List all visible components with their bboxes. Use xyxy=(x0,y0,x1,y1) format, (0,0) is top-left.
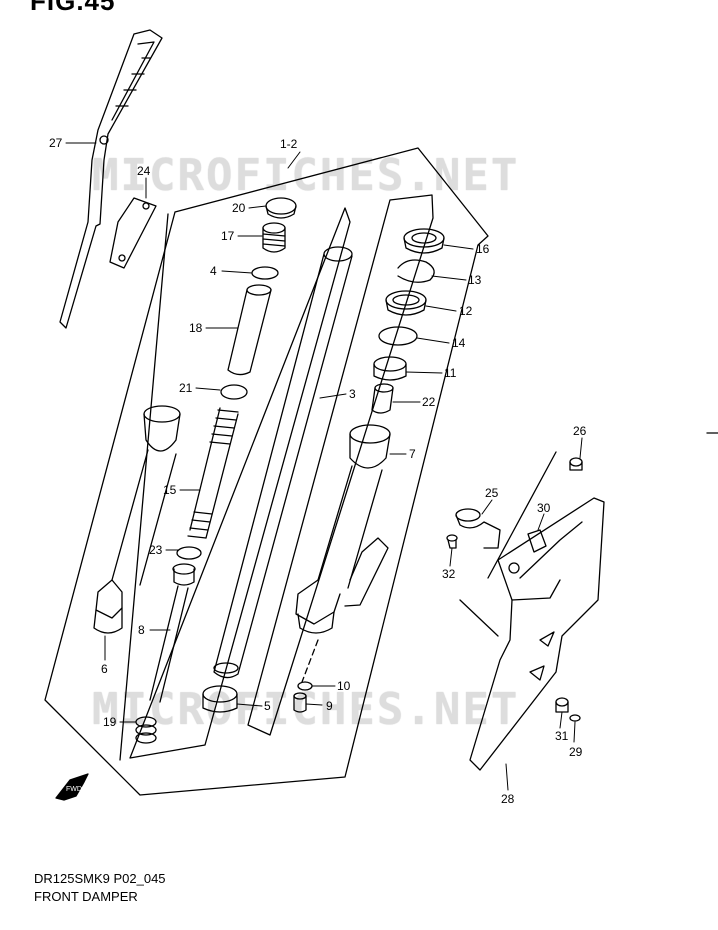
callout-11: 11 xyxy=(444,366,457,380)
callout-18: 18 xyxy=(189,321,203,335)
part-25-clamp xyxy=(455,508,501,549)
part-28-fork-guard xyxy=(459,497,605,771)
callout-13: 13 xyxy=(468,273,482,287)
callout-17: 17 xyxy=(221,229,235,243)
part-23-washer xyxy=(176,546,202,560)
callout-15: 15 xyxy=(163,483,177,497)
assembly-frame-inner-right xyxy=(247,194,434,736)
part-14-washer xyxy=(378,326,418,346)
part-17-bolt xyxy=(262,222,286,253)
callout-9: 9 xyxy=(326,699,333,713)
part-15-spring xyxy=(187,407,239,539)
part-16-seal xyxy=(403,228,445,254)
figure-title: FIG.45 xyxy=(30,0,116,16)
part-12-oil-seal xyxy=(385,290,427,316)
figure-name: FRONT DAMPER xyxy=(34,889,138,904)
callout-6: 6 xyxy=(101,662,108,676)
callout-10: 10 xyxy=(337,679,351,693)
callout-24: 24 xyxy=(137,164,151,178)
part-19-spring xyxy=(135,716,157,744)
assembly-frame-inner-mid xyxy=(129,207,351,759)
part-29-washer xyxy=(569,714,581,722)
callout-31: 31 xyxy=(555,729,569,743)
part-30-clip xyxy=(527,529,547,553)
callout-30: 30 xyxy=(537,501,551,515)
watermark-top: MICROFICHES.NET xyxy=(92,150,520,201)
part-6-outer-tube xyxy=(93,405,181,634)
part-9-bolt xyxy=(293,692,307,713)
assembly-frame-outer xyxy=(44,147,489,796)
part-24-bracket xyxy=(109,197,157,269)
fwd-arrow-icon: FWD xyxy=(55,773,89,801)
callout-29: 29 xyxy=(569,745,583,759)
callout-1-2: 1-2 xyxy=(280,137,298,151)
callout-7: 7 xyxy=(409,447,416,461)
part-31-bolt xyxy=(555,697,569,713)
part-32-screw xyxy=(446,534,458,549)
callout-8: 8 xyxy=(138,623,145,637)
part-8-damper-rod xyxy=(149,563,196,703)
leader-lines xyxy=(65,142,583,791)
part-27-guard xyxy=(59,29,163,329)
callout-3: 3 xyxy=(349,387,356,401)
part-10-washer xyxy=(297,681,313,691)
part-18-spacer xyxy=(227,284,272,376)
part-4-oring xyxy=(251,266,279,280)
callout-19: 19 xyxy=(103,715,117,729)
callout-21: 21 xyxy=(179,381,193,395)
part-11-bushing xyxy=(373,356,407,381)
model-code: DR125SMK9 P02_045 xyxy=(34,871,166,886)
callout-23: 23 xyxy=(149,543,163,557)
callout-4: 4 xyxy=(210,264,217,278)
callout-27: 27 xyxy=(49,136,63,150)
callout-20: 20 xyxy=(232,201,246,215)
assembly-frame-inner-left xyxy=(119,213,169,761)
callout-16: 16 xyxy=(476,242,490,256)
callout-5: 5 xyxy=(264,699,271,713)
part-21-washer xyxy=(220,384,248,400)
part-26-bolt xyxy=(569,457,583,471)
part-13-circlip xyxy=(397,259,435,283)
part-7-outer-tube xyxy=(295,424,391,634)
callout-12: 12 xyxy=(459,304,473,318)
part-20-cap xyxy=(265,197,297,219)
callout-22: 22 xyxy=(422,395,436,409)
callout-32: 32 xyxy=(442,567,456,581)
guard-outline-line xyxy=(487,451,557,579)
guide-line-1 xyxy=(301,639,319,683)
callout-28: 28 xyxy=(501,792,515,806)
part-3-inner-tube xyxy=(213,246,353,679)
part-5-bushing xyxy=(202,685,238,713)
callout-26: 26 xyxy=(573,424,587,438)
callout-14: 14 xyxy=(452,336,466,350)
fwd-label: FWD xyxy=(66,786,82,793)
callout-25: 25 xyxy=(485,486,499,500)
part-22-oil-lock xyxy=(371,383,394,414)
